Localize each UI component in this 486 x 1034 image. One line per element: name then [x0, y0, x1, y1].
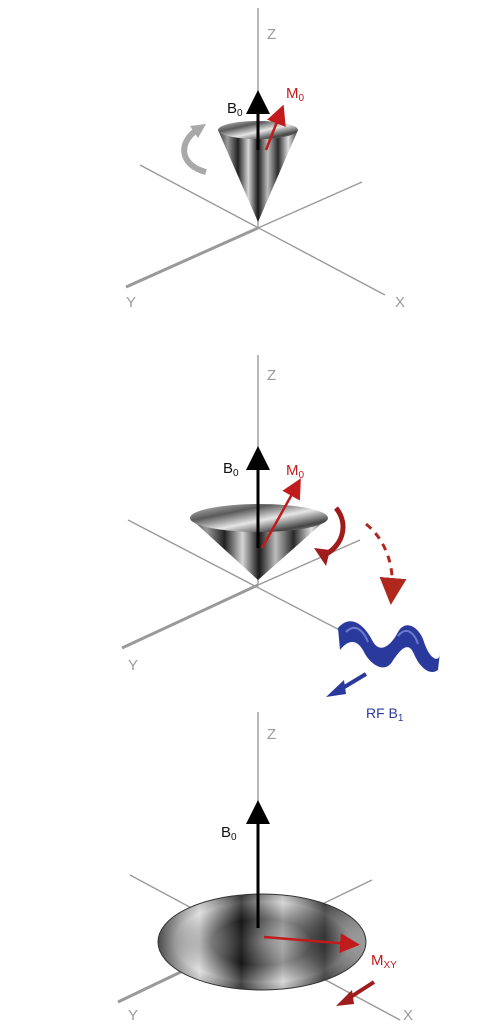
mxy-label: MXY	[371, 952, 397, 971]
panel-2: Z Y B0 M0 RF B1	[121, 355, 440, 724]
z-axis-label: Z	[267, 726, 276, 743]
m0-vector	[260, 478, 301, 549]
panel-1: Z Y X B0 M0	[125, 8, 405, 311]
y-axis-back	[257, 539, 361, 586]
z-axis-label: Z	[267, 26, 276, 43]
precession-arrow-icon	[181, 125, 207, 175]
x-axis	[139, 164, 386, 296]
transverse-disk	[157, 893, 367, 991]
x-axis-label: X	[403, 1007, 413, 1024]
b0-label: B0	[223, 460, 239, 479]
panel-3: Z Y X B0 MXY	[117, 712, 413, 1024]
y-axis-label: Y	[128, 1007, 138, 1024]
precession-arrowhead-icon	[190, 124, 206, 138]
axes	[121, 355, 379, 651]
rf-wave	[338, 621, 440, 673]
b0-label: B0	[227, 100, 243, 119]
y-axis	[121, 583, 259, 650]
m0-label: M0	[286, 462, 305, 481]
mxy-arrowhead-icon	[336, 990, 354, 1006]
rotation-arrowhead-icon	[314, 548, 330, 566]
m0-label: M0	[286, 85, 305, 104]
mxy-vector	[263, 933, 360, 954]
y-axis	[125, 226, 259, 289]
z-axis-label: Z	[267, 367, 276, 384]
y-axis-label: Y	[128, 657, 138, 674]
y-axis-back	[257, 181, 363, 229]
x-axis-label: X	[395, 294, 405, 311]
m0-vector	[264, 104, 286, 151]
x-axis	[127, 519, 379, 651]
rf-b1-label: RF B1	[366, 705, 404, 724]
y-axis-label: Y	[126, 294, 136, 311]
tipping-arrow-icon	[365, 522, 407, 605]
b0-label: B0	[221, 824, 237, 843]
rf-arrowhead-icon	[326, 680, 346, 697]
